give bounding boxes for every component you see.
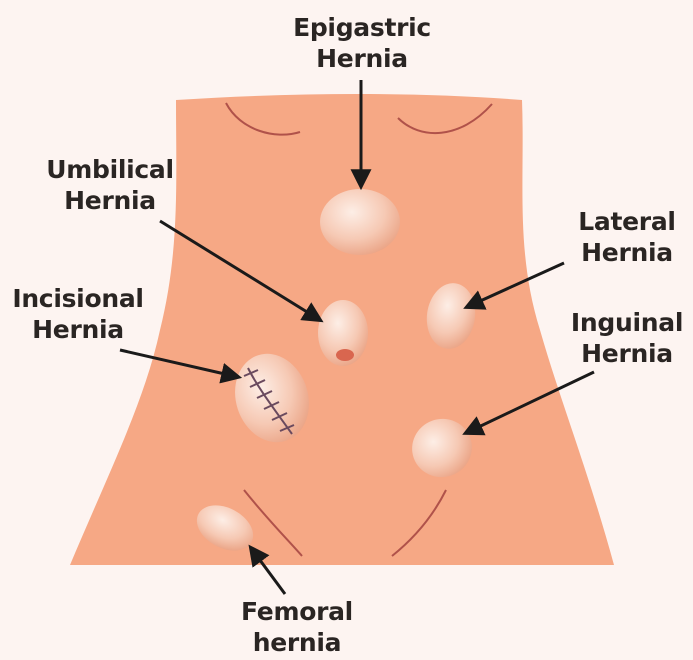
inguinal-label-line1: Inguinal xyxy=(562,307,692,338)
umbilical-label-line1: Umbilical xyxy=(30,154,190,185)
incisional-hernia-label: Incisional Hernia xyxy=(3,283,153,345)
incisional-label-line2: Hernia xyxy=(3,314,153,345)
incisional-label-line1: Incisional xyxy=(3,283,153,314)
inguinal-label-line2: Hernia xyxy=(562,338,692,369)
epigastric-label-line2: Hernia xyxy=(277,43,447,74)
umbilical-label-line2: Hernia xyxy=(30,185,190,216)
umbilical-hernia-label: Umbilical Hernia xyxy=(30,154,190,216)
lateral-hernia-label: Lateral Hernia xyxy=(563,206,691,268)
inguinal-hernia-label: Inguinal Hernia xyxy=(562,307,692,369)
femoral-hernia-label: Femoral hernia xyxy=(222,596,372,658)
epigastric-bulge xyxy=(320,189,400,255)
femoral-label-line2: hernia xyxy=(222,627,372,658)
navel xyxy=(336,349,354,361)
epigastric-hernia-label: Epigastric Hernia xyxy=(277,12,447,74)
epigastric-label-line1: Epigastric xyxy=(277,12,447,43)
lateral-label-line1: Lateral xyxy=(563,206,691,237)
femoral-label-line1: Femoral xyxy=(222,596,372,627)
lateral-label-line2: Hernia xyxy=(563,237,691,268)
